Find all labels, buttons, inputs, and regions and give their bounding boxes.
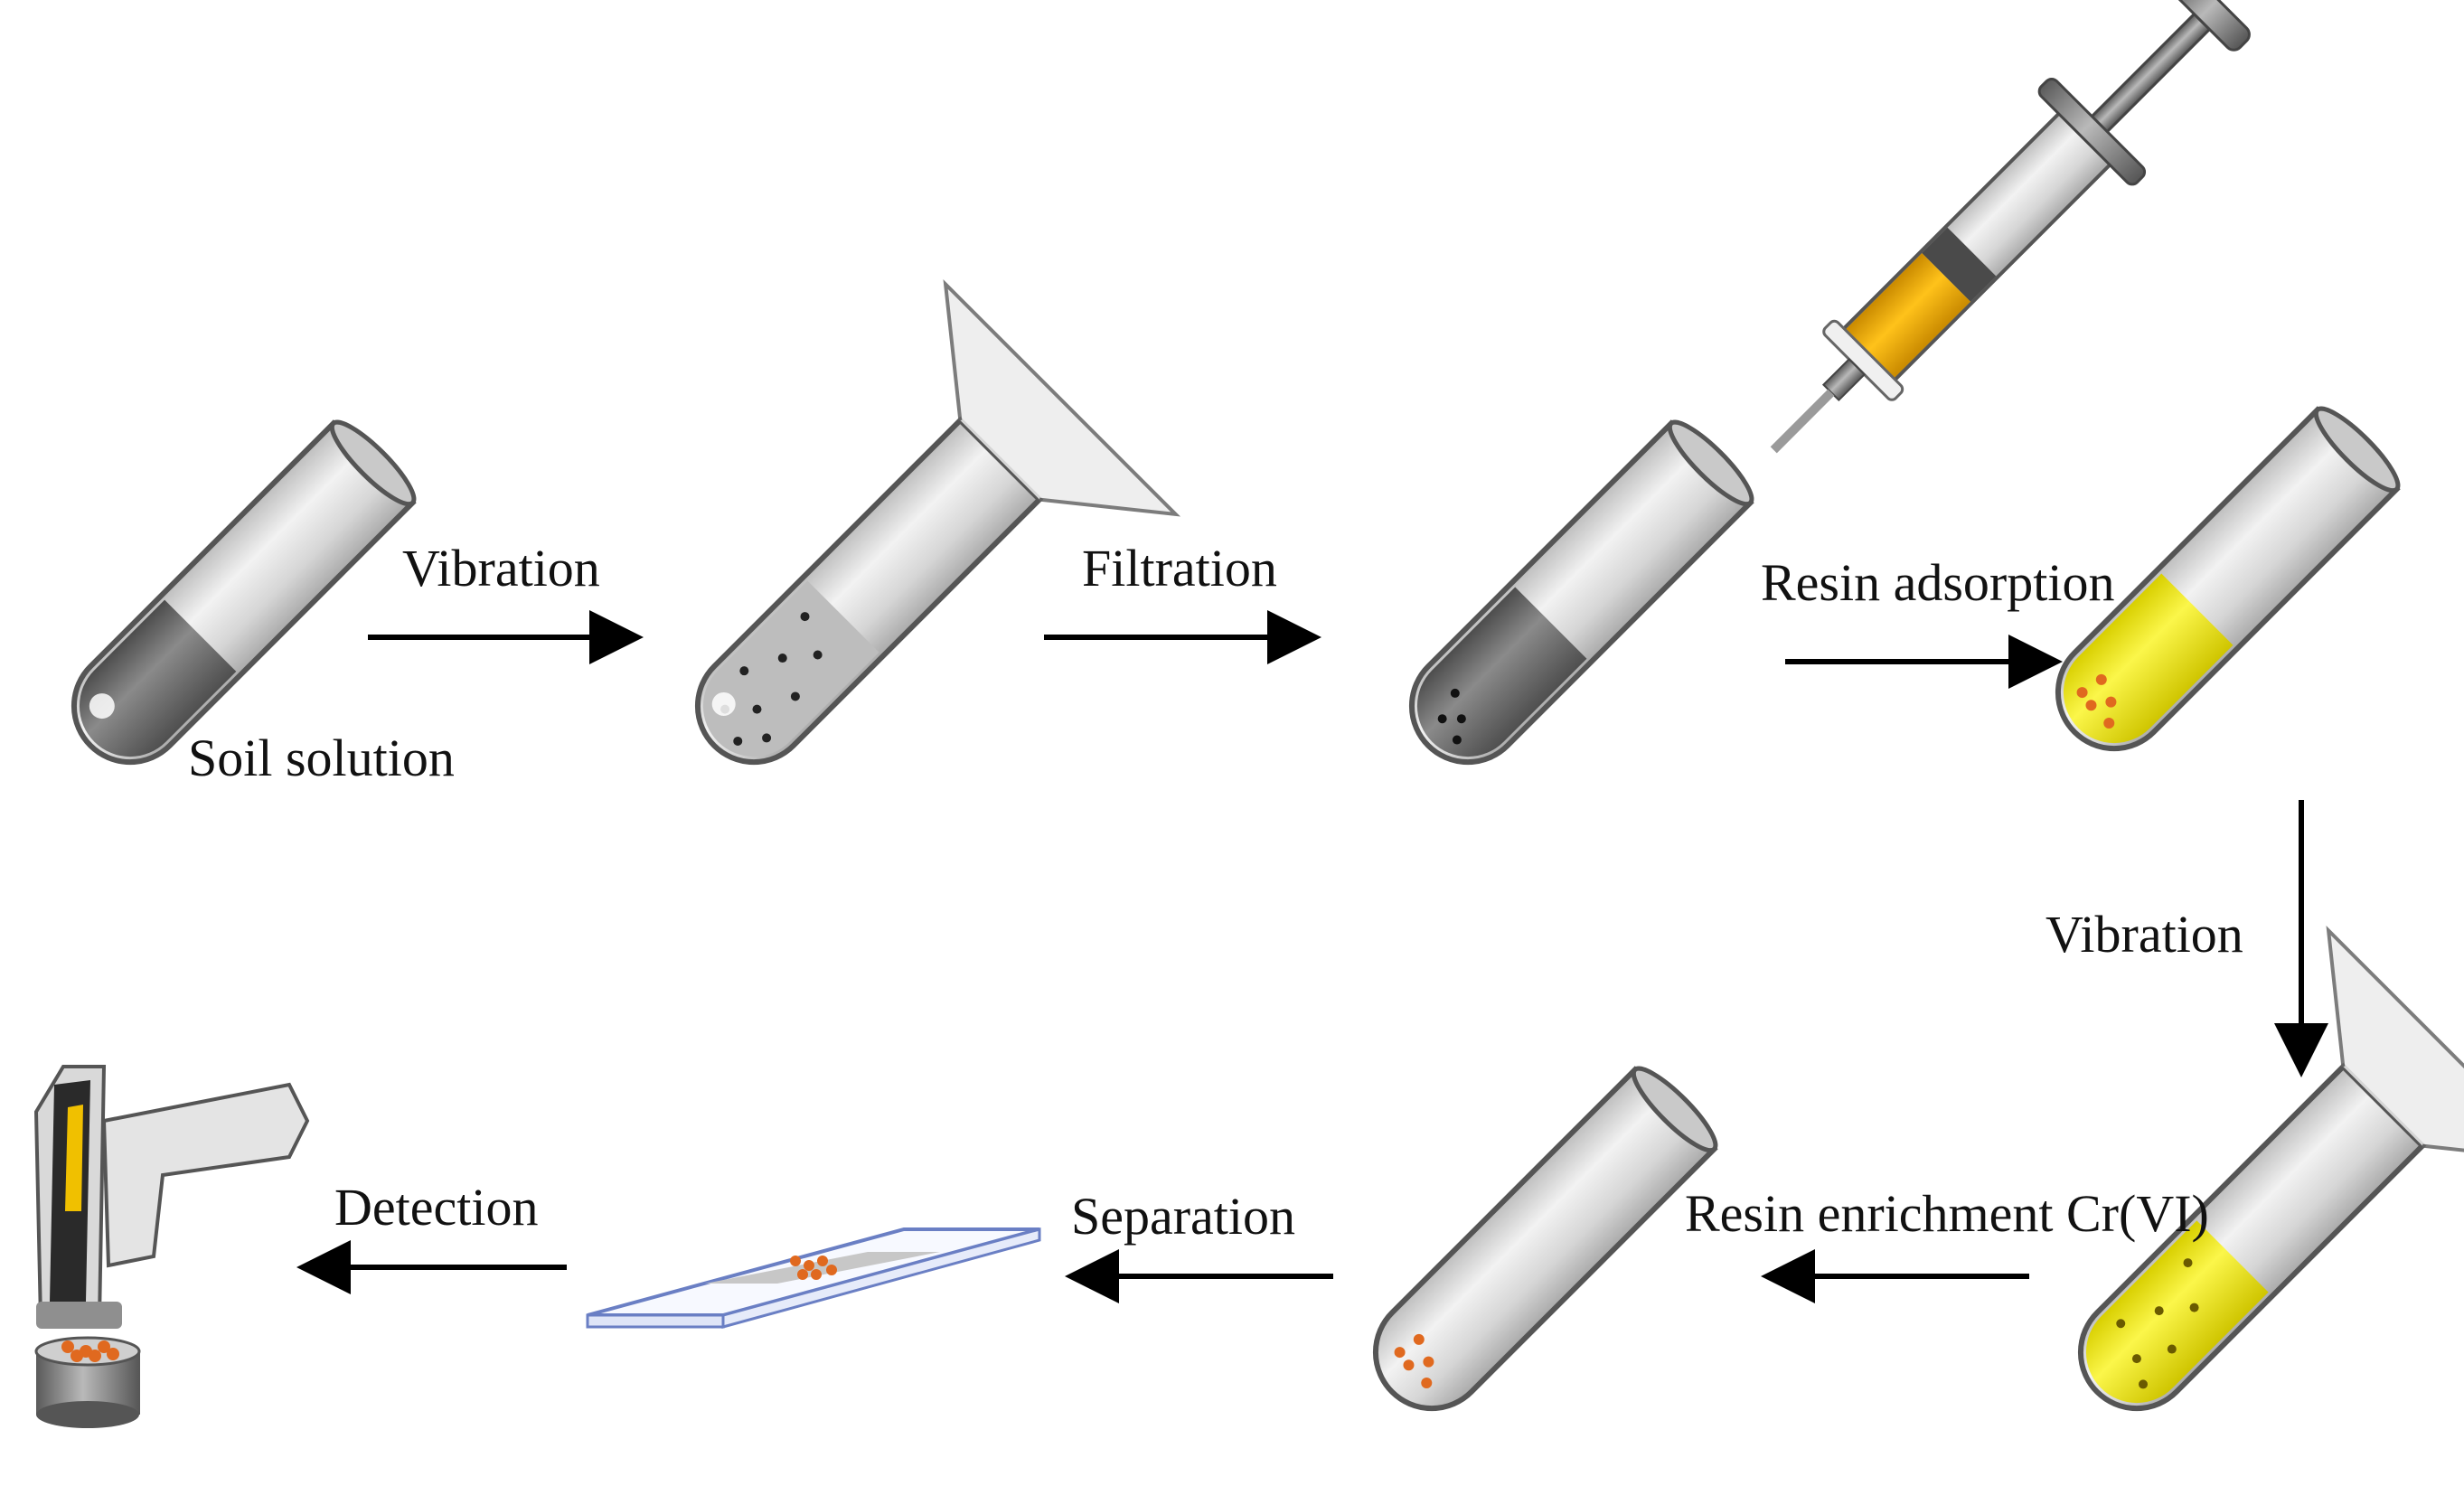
centrifuge-tube-yellow-icon [2078,925,2464,1411]
test-tube-icon [71,419,417,765]
xrf-analyzer-icon [33,1065,310,1329]
test-tube-beads-icon [1373,1066,1718,1411]
label-detection: Detection [334,1178,538,1237]
sample-cup-icon [34,1336,141,1428]
syringe-icon [1770,0,2251,454]
label-vibration-2: Vibration [2045,905,2243,964]
label-resin-adsorption: Resin adsorption [1761,553,2114,612]
tube-with-filtrate-icon [1409,419,1754,765]
label-vibration-1: Vibration [402,539,600,597]
label-resin-enrichment: Resin enrichment Cr(VI) [1685,1184,2209,1243]
centrifuge-tube-icon [695,278,1181,765]
label-separation: Separation [1071,1187,1295,1246]
label-filtration: Filtration [1082,539,1277,597]
label-soil-solution: Soil solution [188,729,455,787]
glass-slide-icon [586,1227,1041,1329]
